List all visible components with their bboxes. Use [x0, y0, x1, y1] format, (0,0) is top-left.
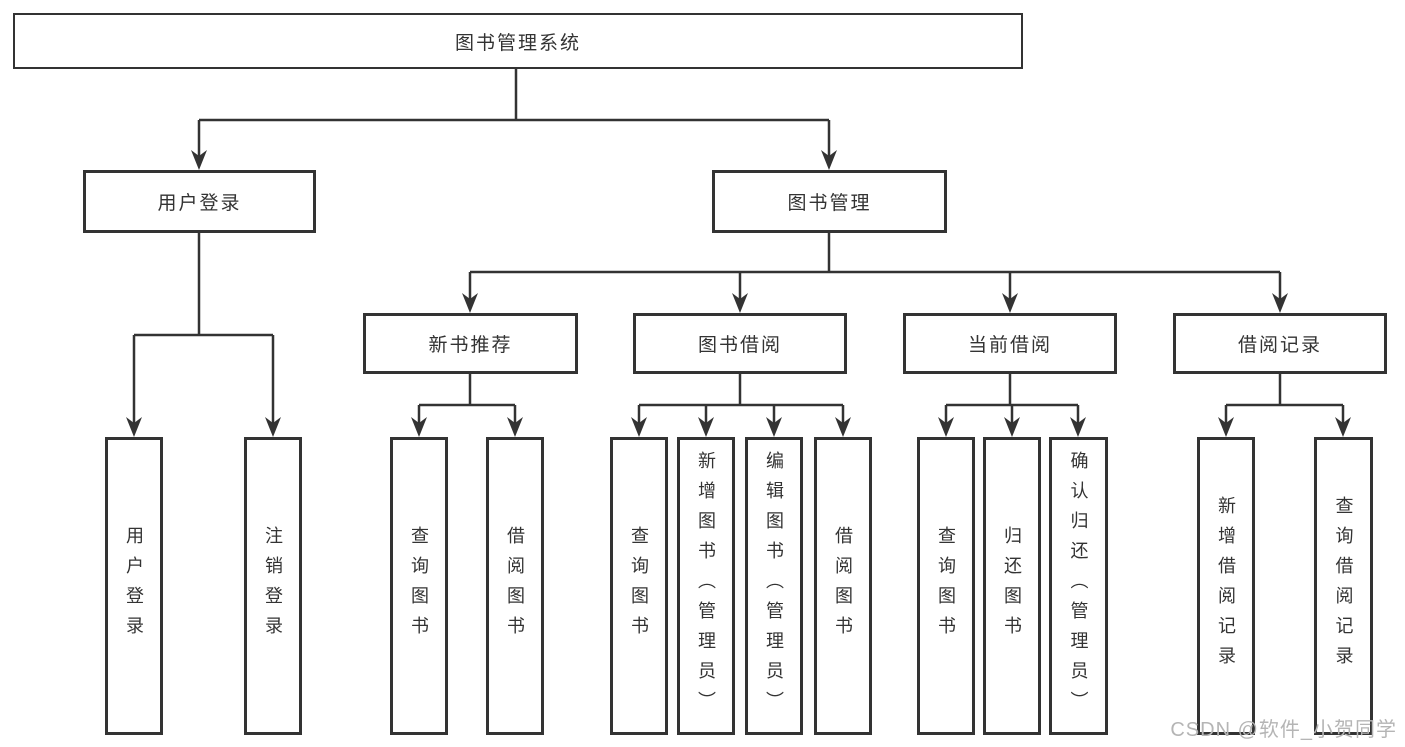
- node-borrowing-records: 借阅记录: [1173, 313, 1387, 374]
- leaf-borrowing-query-books: 查询图书: [610, 437, 668, 735]
- leaf-current-return-books: 归还图书: [983, 437, 1041, 735]
- leaf-recommend-query-books: 查询图书: [390, 437, 448, 735]
- leaf-borrowing-borrow-books: 借阅图书: [814, 437, 872, 735]
- node-book-borrowing: 图书借阅: [633, 313, 847, 374]
- node-user-login: 用户登录: [83, 170, 316, 233]
- node-current-borrowing: 当前借阅: [903, 313, 1117, 374]
- leaf-current-query-books: 查询图书: [917, 437, 975, 735]
- node-library-management-system: 图书管理系统: [13, 13, 1023, 69]
- leaf-logout-login: 注销登录: [244, 437, 302, 735]
- leaf-borrowing-add-books-admin: 新增图书（管理员）: [677, 437, 735, 735]
- csdn-watermark: CSDN @软件_小贺同学: [1170, 719, 1397, 741]
- leaf-records-query-borrow-record: 查询借阅记录: [1314, 437, 1373, 735]
- leaf-current-confirm-return-admin: 确认归还（管理员）: [1049, 437, 1108, 735]
- node-new-book-recommendation: 新书推荐: [363, 313, 578, 374]
- leaf-user-login: 用户登录: [105, 437, 163, 735]
- leaf-borrowing-edit-books-admin: 编辑图书（管理员）: [745, 437, 803, 735]
- leaf-recommend-borrow-books: 借阅图书: [486, 437, 544, 735]
- leaf-records-add-borrow-record: 新增借阅记录: [1197, 437, 1255, 735]
- node-book-management: 图书管理: [712, 170, 947, 233]
